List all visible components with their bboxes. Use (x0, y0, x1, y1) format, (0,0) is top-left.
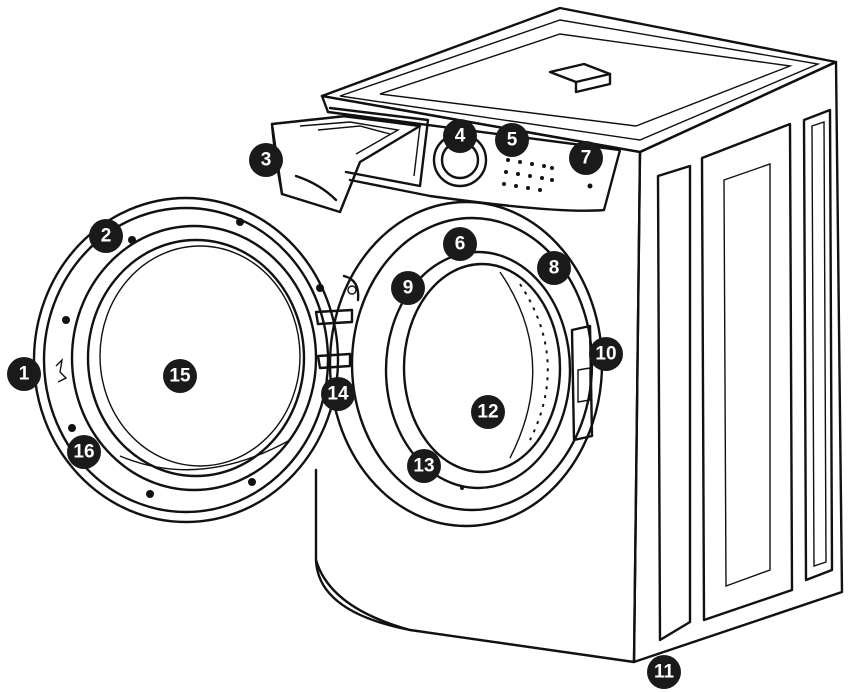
callout-1: 1 (7, 357, 41, 391)
callout-13: 13 (407, 449, 441, 483)
svg-text:15: 15 (169, 366, 191, 387)
svg-text:10: 10 (595, 344, 616, 365)
svg-text:5: 5 (507, 130, 518, 151)
callout-2: 2 (89, 219, 123, 253)
callout-6: 6 (443, 227, 477, 261)
svg-text:13: 13 (413, 456, 434, 477)
callout-8: 8 (537, 251, 571, 285)
open-door (34, 198, 352, 522)
callout-7: 7 (569, 141, 603, 175)
svg-text:1: 1 (19, 364, 30, 385)
svg-text:4: 4 (455, 126, 466, 147)
callout-5: 5 (495, 123, 529, 157)
svg-text:3: 3 (261, 150, 272, 171)
callout-15: 15 (163, 359, 197, 393)
svg-text:12: 12 (477, 402, 498, 423)
callout-3: 3 (249, 143, 283, 177)
svg-text:14: 14 (327, 384, 349, 405)
callout-11: 11 (647, 655, 681, 689)
svg-text:7: 7 (581, 148, 592, 169)
callout-16: 16 (67, 435, 101, 469)
callout-14: 14 (321, 377, 355, 411)
svg-text:6: 6 (455, 234, 466, 255)
callout-12: 12 (471, 395, 505, 429)
svg-text:16: 16 (73, 442, 94, 463)
svg-text:9: 9 (403, 278, 414, 299)
callout-10: 10 (589, 337, 623, 371)
svg-text:8: 8 (549, 258, 560, 279)
callout-9: 9 (391, 271, 425, 305)
washer-cabinet (316, 8, 842, 662)
dispenser-drawer (272, 116, 420, 212)
svg-text:11: 11 (654, 662, 675, 683)
svg-text:2: 2 (101, 226, 112, 247)
callout-4: 4 (443, 119, 477, 153)
